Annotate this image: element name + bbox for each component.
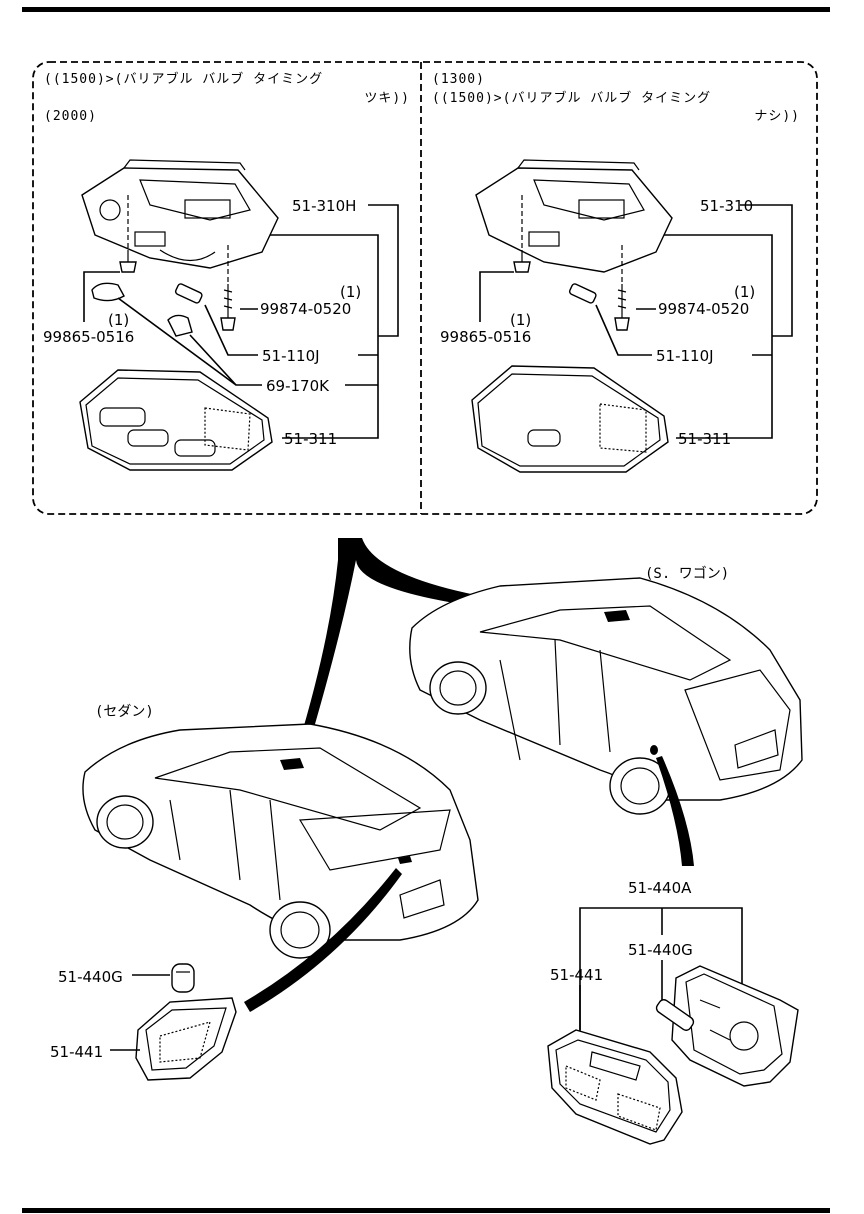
left-part-99865-0516: 99865-0516 [43,328,134,346]
lower-left-bulb-drawing [171,963,195,993]
left-qty-1: (1) [340,283,361,301]
lower-right-bracket-lines [579,907,743,1040]
left-part-51-310H: 51-310H [292,197,356,215]
upper-frame [32,61,818,515]
left-header-line2: ツキ)) [364,91,410,106]
lower-left-part-51-440G: 51-440G [58,968,123,986]
left-header-line3: (2000) [44,109,97,124]
top-rule [22,7,830,12]
wagon-caption: (S. ワゴン) [645,565,729,582]
sedan-drawing [82,723,479,959]
lower-right-part-51-441: 51-441 [550,966,603,984]
right-lamp-base-drawing [475,159,673,273]
right-leader-lines [479,204,793,439]
lower-left-part-51-441: 51-441 [50,1043,103,1061]
lower-right-part-51-440A: 51-440A [628,879,692,897]
right-part-99874-0520: 99874-0520 [658,300,749,318]
left-qty-2: (1) [108,311,129,329]
left-part-99874-0520: 99874-0520 [260,300,351,318]
left-part-69-170K: 69-170K [266,377,330,395]
lower-right-bulb-drawing [655,999,695,1031]
lower-left-lens-drawing [135,997,237,1081]
right-header-line3: ナシ)) [754,109,800,124]
left-lamp-base-drawing [81,159,279,269]
right-part-51-110J: 51-110J [656,347,714,365]
wagon-drawing [409,577,803,815]
lower-right-housing-drawing [671,965,799,1087]
lower-right-lens-drawing [547,1029,683,1145]
right-part-51-310: 51-310 [700,197,753,215]
right-lens-drawing [471,365,669,473]
left-lens-drawing [79,369,273,471]
right-screws-drawing [513,195,630,331]
right-qty-2: (1) [510,311,531,329]
left-screws-drawing [119,195,236,331]
left-part-51-110J: 51-110J [262,347,320,365]
left-part-51-311: 51-311 [284,430,337,448]
right-header-line1: (1300) [432,72,485,87]
right-qty-1: (1) [734,283,755,301]
left-leader-lines [83,204,399,439]
right-bulb-drawing [568,283,597,304]
right-part-51-311: 51-311 [678,430,731,448]
wagon-callout [656,756,694,866]
lower-right-part-51-440G: 51-440G [628,941,693,959]
bottom-rule [22,1208,830,1213]
sedan-callout [244,868,402,1012]
sedan-caption: (セダン) [95,704,154,720]
left-bulb-drawing [91,282,203,337]
right-part-99865-0516: 99865-0516 [440,328,531,346]
left-header-line1: ((1500)>(バリアブル バルブ タイミング [44,71,323,87]
right-header-line2: ((1500)>(バリアブル バルブ タイミング [432,90,711,106]
